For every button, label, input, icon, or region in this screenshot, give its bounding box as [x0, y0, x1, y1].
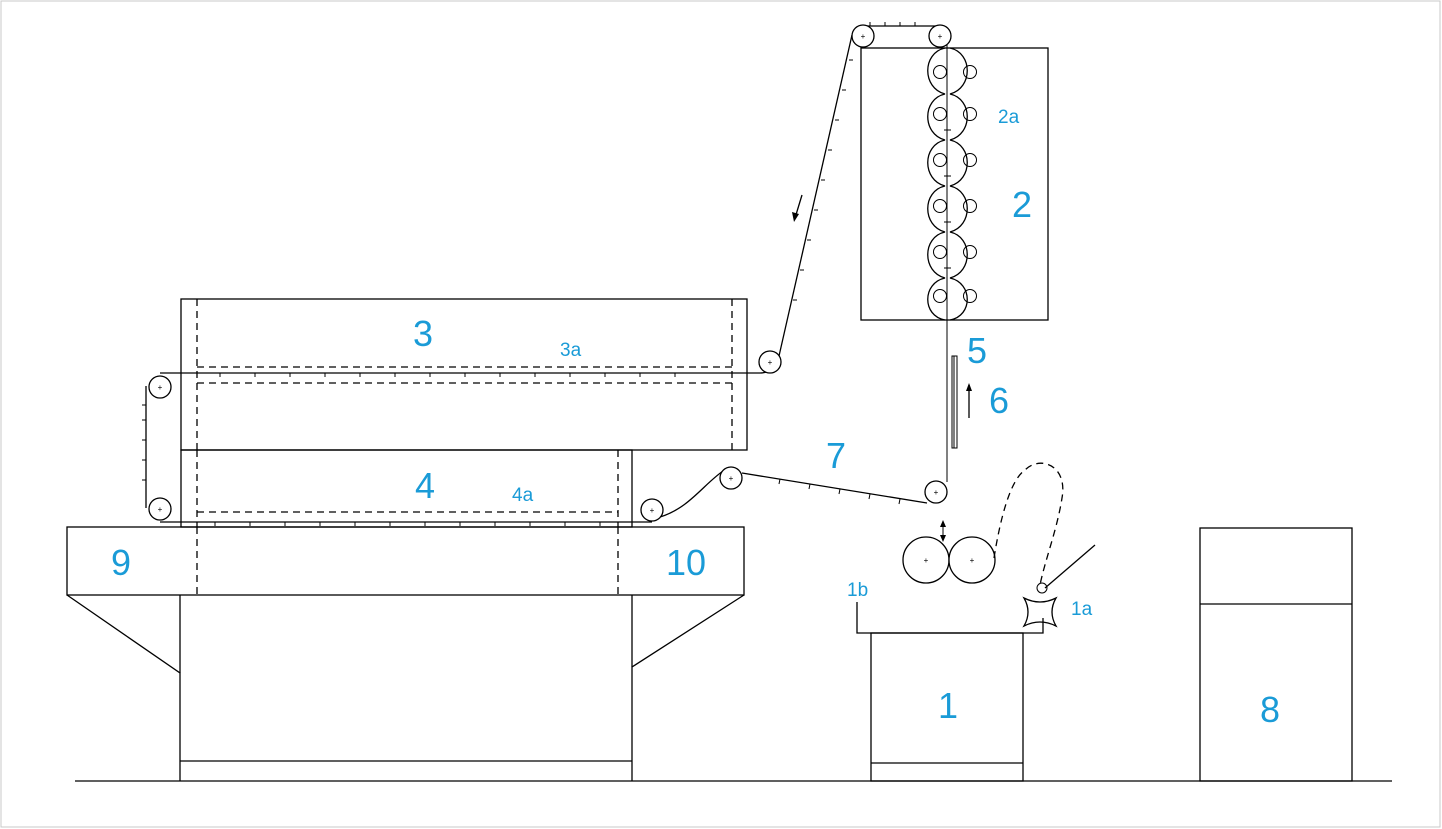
vertical-guide-6 [951, 355, 972, 449]
svg-text:+: + [729, 474, 734, 483]
label-1a: 1a [1071, 599, 1093, 620]
label-10: 10 [666, 542, 706, 583]
svg-text:+: + [768, 358, 773, 367]
feed-unit-1: ++ [856, 462, 1096, 782]
svg-text:+: + [938, 32, 943, 41]
guide-rollers: + + + + + + + + [148, 24, 952, 522]
label-2a: 2a [998, 107, 1020, 128]
svg-text:+: + [934, 488, 939, 497]
dryer-box-3 [180, 298, 748, 451]
svg-text:+: + [861, 32, 866, 41]
label-8: 8 [1260, 689, 1280, 730]
svg-text:+: + [924, 556, 929, 565]
label-6: 6 [989, 380, 1009, 421]
unit-8-box [1199, 527, 1353, 782]
label-5: 5 [967, 330, 987, 371]
dryer-box-2 [860, 47, 1049, 321]
svg-text:+: + [158, 383, 163, 392]
label-1b: 1b [847, 580, 868, 601]
label-1: 1 [938, 685, 958, 726]
label-4: 4 [415, 465, 435, 506]
label-2: 2 [1012, 184, 1032, 225]
direction-arrow [792, 194, 803, 222]
label-3a: 3a [560, 340, 582, 361]
svg-text:+: + [650, 506, 655, 515]
dryer-box-4 [180, 449, 633, 528]
label-3: 3 [413, 313, 433, 354]
base-table [66, 526, 745, 781]
label-4a: 4a [512, 485, 534, 506]
svg-text:+: + [158, 505, 163, 514]
svg-text:+: + [970, 556, 975, 565]
label-9: 9 [111, 542, 131, 583]
label-7: 7 [826, 435, 846, 476]
